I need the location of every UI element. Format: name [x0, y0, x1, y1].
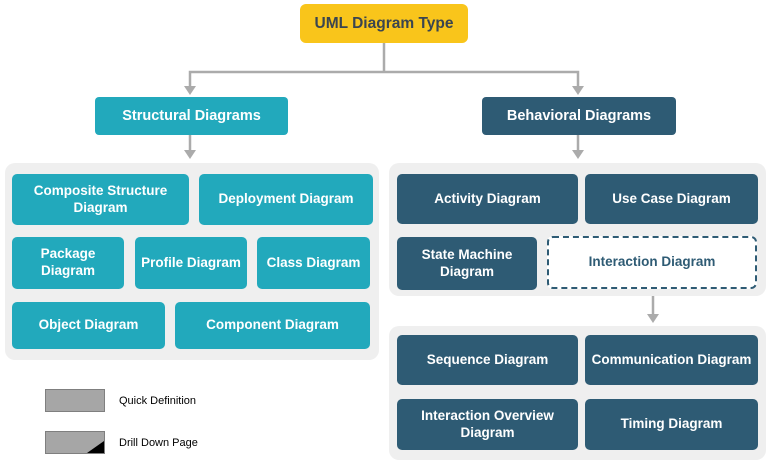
node-uml-diagram-type[interactable]: UML Diagram Type: [300, 4, 468, 43]
legend-item-drill-down-page: Drill Down Page: [45, 431, 198, 454]
node-interaction-overview-diagram[interactable]: Interaction Overview Diagram: [397, 399, 578, 450]
legend-item-quick-definition: Quick Definition: [45, 389, 196, 412]
arrowhead-icon: [572, 86, 584, 95]
node-use-case-diagram[interactable]: Use Case Diagram: [585, 174, 758, 224]
node-class-diagram[interactable]: Class Diagram: [257, 237, 370, 289]
node-interaction-diagram[interactable]: Interaction Diagram: [547, 236, 757, 289]
node-profile-diagram[interactable]: Profile Diagram: [135, 237, 247, 289]
arrowhead-icon: [184, 86, 196, 95]
node-package-diagram[interactable]: Package Diagram: [12, 237, 124, 289]
node-composite-structure-diagram[interactable]: Composite Structure Diagram: [12, 174, 189, 225]
arrowhead-icon: [184, 150, 196, 159]
node-structural-diagrams[interactable]: Structural Diagrams: [95, 97, 288, 135]
quick-definition-swatch-icon: [45, 389, 105, 412]
connector-split: [188, 70, 580, 88]
node-activity-diagram[interactable]: Activity Diagram: [397, 174, 578, 224]
drill-down-swatch-icon: [45, 431, 105, 454]
node-state-machine-diagram[interactable]: State Machine Diagram: [397, 237, 537, 290]
arrowhead-icon: [572, 150, 584, 159]
node-component-diagram[interactable]: Component Diagram: [175, 302, 370, 349]
legend-label: Drill Down Page: [119, 436, 198, 449]
node-communication-diagram[interactable]: Communication Diagram: [585, 335, 758, 385]
node-deployment-diagram[interactable]: Deployment Diagram: [199, 174, 373, 225]
node-timing-diagram[interactable]: Timing Diagram: [585, 399, 758, 450]
legend-label: Quick Definition: [119, 394, 197, 407]
arrowhead-icon: [647, 314, 659, 323]
black-corner-triangle-icon: [87, 441, 104, 453]
node-object-diagram[interactable]: Object Diagram: [12, 302, 165, 349]
node-sequence-diagram[interactable]: Sequence Diagram: [397, 335, 578, 385]
node-behavioral-diagrams[interactable]: Behavioral Diagrams: [482, 97, 676, 135]
